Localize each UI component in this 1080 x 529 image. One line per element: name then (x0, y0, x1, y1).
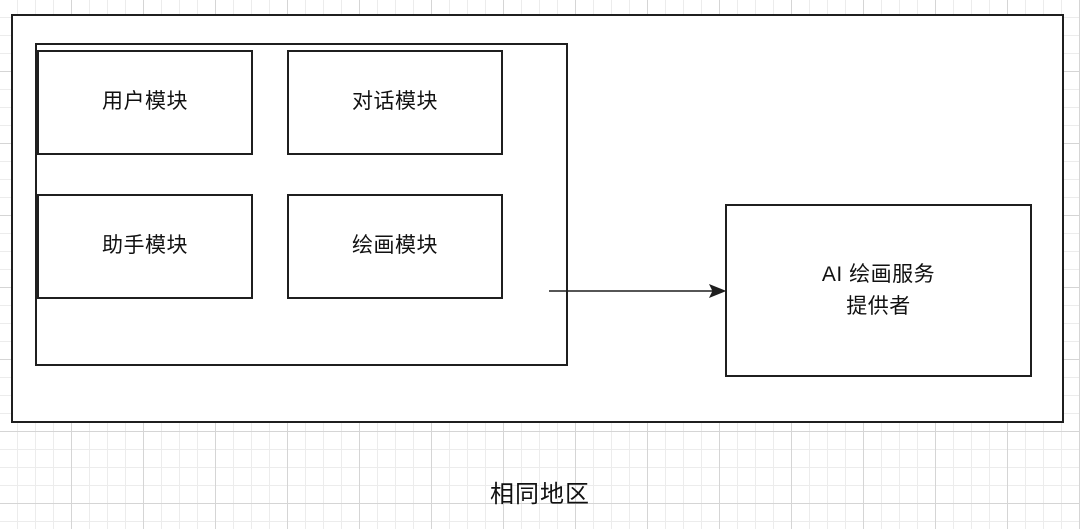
module-box-drawing[interactable]: 绘画模块 (287, 194, 503, 299)
module-box-user[interactable]: 用户模块 (37, 50, 253, 155)
diagram-caption: 相同地区 (490, 481, 590, 508)
module-box-assistant[interactable]: 助手模块 (37, 194, 253, 299)
service-label-line1: AI 绘画服务 (821, 263, 936, 286)
module-box-conversation[interactable]: 对话模块 (287, 50, 503, 155)
service-box-ai-drawing-provider[interactable]: AI 绘画服务 提供者 (725, 204, 1032, 377)
service-label-line2: 提供者 (846, 294, 911, 318)
